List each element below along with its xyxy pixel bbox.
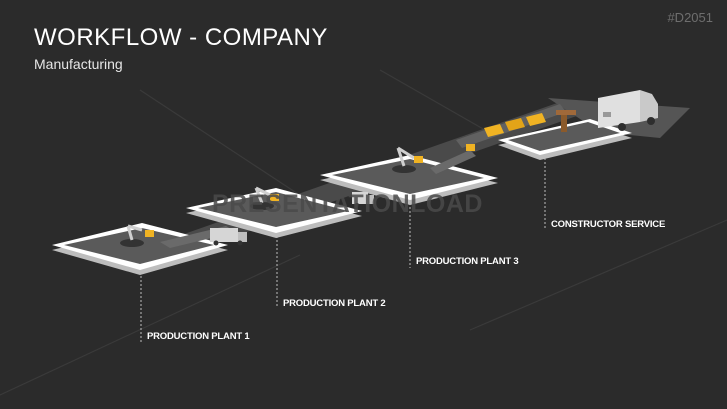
conveyor-segment-3 (430, 150, 476, 174)
delivery-truck-icon (352, 192, 374, 207)
platform-plant-2 (186, 188, 362, 238)
platform-constructor-service (498, 119, 632, 160)
leader-lines (140, 158, 546, 342)
label-constructor-service: CONSTRUCTOR SERVICE (551, 219, 666, 230)
robot-arm-icon (250, 186, 274, 210)
delivery-truck-icon (210, 228, 247, 246)
page-subtitle: Manufacturing (34, 56, 123, 72)
robot-arm-icon (392, 146, 416, 173)
delivery-truck-icon (598, 90, 658, 131)
label-production-plant-2: PRODUCTION PLANT 2 (283, 298, 386, 309)
label-production-plant-3: PRODUCTION PLANT 3 (416, 256, 519, 267)
robot-arm-icon (120, 224, 144, 247)
watermark-text: PRESENTATIONLOAD (212, 190, 483, 218)
cargo-box-icon (145, 113, 546, 237)
platform-plant-3 (320, 155, 498, 205)
crane-icon (556, 110, 576, 132)
slide-code: #D2051 (667, 10, 713, 25)
page-title: WORKFLOW - COMPANY (34, 24, 328, 51)
label-production-plant-1: PRODUCTION PLANT 1 (147, 331, 250, 342)
